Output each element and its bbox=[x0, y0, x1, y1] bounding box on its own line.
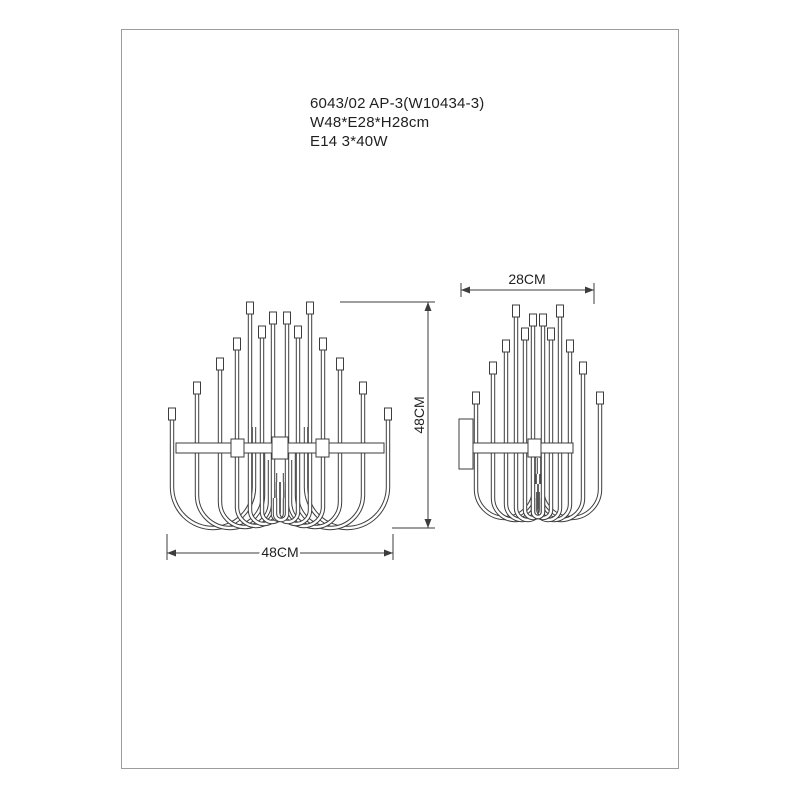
arrowhead-right bbox=[585, 286, 594, 294]
front-height-dimension-label: 48CM bbox=[411, 396, 427, 433]
arrowhead-right bbox=[384, 549, 393, 557]
page-frame bbox=[121, 29, 679, 769]
arrowhead-top bbox=[424, 302, 432, 311]
front-view-drawing bbox=[168, 301, 392, 531]
side-view-drawing bbox=[472, 304, 604, 523]
product-model-text: 6043/02 AP-3(W10434-3) bbox=[310, 95, 485, 112]
product-info: 6043/02 AP-3(W10434-3) W48*E28*H28cm E14… bbox=[310, 94, 485, 151]
side-view-mount bbox=[458, 418, 574, 470]
arrowhead-left bbox=[461, 286, 470, 294]
product-lamp-text: E14 3*40W bbox=[310, 133, 388, 150]
arrowhead-bottom bbox=[424, 519, 432, 528]
product-size-text: W48*E28*H28cm bbox=[310, 114, 430, 131]
arrowhead-left bbox=[167, 549, 176, 557]
front-height-dimension: 48CM bbox=[340, 301, 435, 529]
front-width-dimension-label: 48CM bbox=[261, 544, 298, 560]
front-view-mount-bar bbox=[175, 436, 385, 460]
side-width-dimension: 28CM bbox=[460, 269, 595, 304]
front-width-dimension: 48CM bbox=[166, 534, 394, 563]
side-width-dimension-label: 28CM bbox=[508, 271, 545, 287]
